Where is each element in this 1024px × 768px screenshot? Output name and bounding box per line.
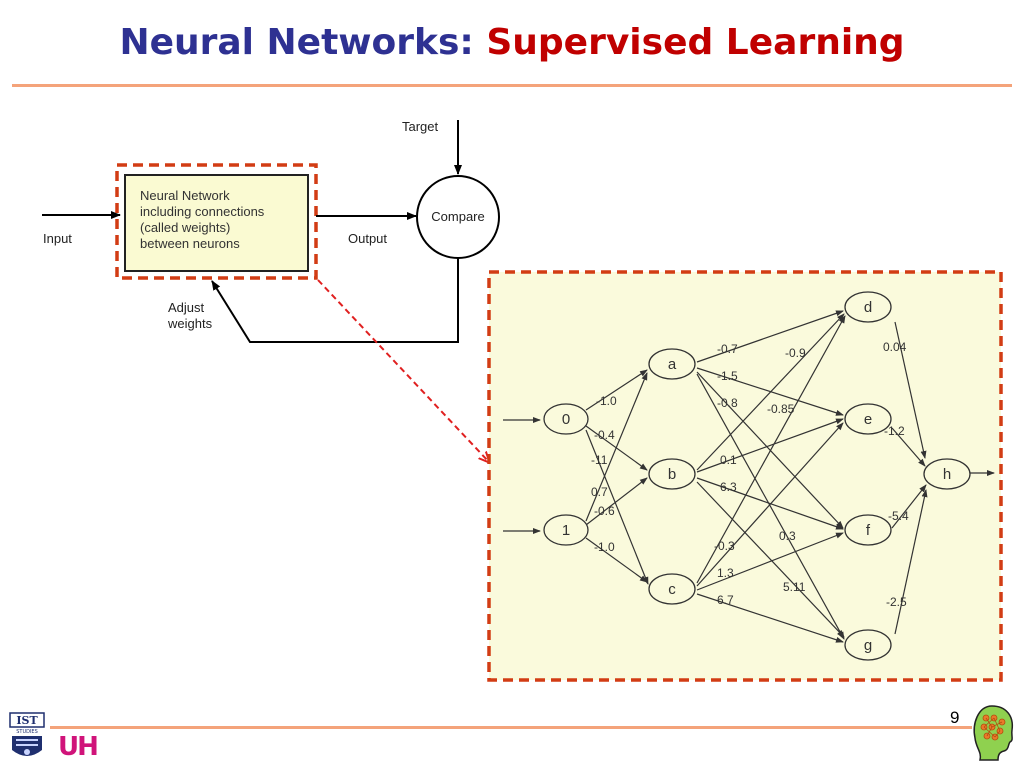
input-label: Input <box>43 231 72 246</box>
network-panel: 0 1 a b c d e f g h -1.0 -0.4 -11 0.7 -0… <box>487 270 1003 682</box>
weight-0-b: -0.4 <box>594 428 615 442</box>
box-line-3: (called weights) <box>140 220 230 235</box>
weight-b-e: -0.85 <box>767 402 795 416</box>
weight-0-c: -11 <box>591 453 608 467</box>
weight-a-e: -1.5 <box>717 369 738 383</box>
node-label-g: g <box>864 637 872 654</box>
footer-divider <box>50 726 972 729</box>
weight-a-f: -0.8 <box>717 396 738 410</box>
weight-c-g: 6.7 <box>717 593 734 607</box>
network-connections <box>503 310 995 643</box>
node-label-a: a <box>668 356 677 373</box>
feedback-arrow <box>211 258 459 343</box>
compare-label: Compare <box>431 209 484 224</box>
weight-c-f: 0.3 <box>779 529 796 543</box>
weight-d-h: 0.04 <box>883 340 907 354</box>
weight-a-g: 5.11 <box>783 580 806 594</box>
adjust-label-2: weights <box>167 316 213 331</box>
box-line-4: between neurons <box>140 236 240 251</box>
weight-0-a: -1.0 <box>596 394 617 408</box>
svg-text:IST: IST <box>16 714 38 727</box>
weight-g-h: -2.5 <box>886 595 907 609</box>
weight-b-d: -0.9 <box>785 346 806 360</box>
weight-b-g: 6.3 <box>720 480 737 494</box>
weight-b-f: 0.1 <box>720 453 737 467</box>
weight-e-h: -1.2 <box>884 424 905 438</box>
weight-c-e: 1.3 <box>717 566 734 580</box>
title-divider <box>12 84 1012 87</box>
slide-title: Neural Networks: Supervised Learning <box>0 22 1024 63</box>
network-box-highlight <box>115 163 318 280</box>
weight-1-b: -0.6 <box>594 504 615 518</box>
slide-number: 9 <box>950 708 960 727</box>
output-label: Output <box>348 231 387 246</box>
node-input-0 <box>543 403 589 435</box>
node-hidden-a <box>648 348 696 380</box>
node-label-e: e <box>864 411 872 428</box>
weight-c-d: -0.3 <box>714 539 735 553</box>
brain-head-icon <box>973 705 1014 761</box>
weight-1-a: 0.7 <box>591 485 608 499</box>
weight-1-c: -1.0 <box>594 540 615 554</box>
node-label-c: c <box>668 581 676 598</box>
node-label-b: b <box>668 466 676 483</box>
title-part-2: Supervised Learning <box>486 22 905 63</box>
node-hidden-c <box>648 573 696 605</box>
node-label-0: 0 <box>562 411 570 428</box>
node-label-d: d <box>864 299 872 316</box>
node-output-h <box>923 458 971 490</box>
ist-studies-logo: IST STUDIES <box>9 712 45 756</box>
node-input-1 <box>543 514 589 546</box>
weight-a-d: -0.7 <box>717 342 738 356</box>
uh-logo: UH <box>58 732 99 762</box>
zoom-arrow <box>317 279 489 462</box>
training-loop-diagram: Neural Network including connections (ca… <box>42 119 500 343</box>
node-d <box>844 291 892 323</box>
target-label: Target <box>402 119 439 134</box>
title-part-1: Neural Networks: <box>119 22 474 63</box>
weight-f-h: -5.4 <box>888 509 909 523</box>
node-label-f: f <box>866 522 871 539</box>
network-panel-background <box>487 270 1003 682</box>
adjust-label-1: Adjust <box>168 300 205 315</box>
box-line-2: including connections <box>140 204 265 219</box>
node-hidden-b <box>648 458 696 490</box>
node-g <box>844 629 892 661</box>
svg-text:STUDIES: STUDIES <box>16 729 38 735</box>
box-line-1: Neural Network <box>140 188 230 203</box>
node-label-1: 1 <box>562 522 570 539</box>
weight-labels: -1.0 -0.4 -11 0.7 -0.6 -1.0 -0.7 -0.9 -1… <box>591 340 909 609</box>
neural-network-box <box>124 174 309 272</box>
node-f <box>844 514 892 546</box>
node-label-h: h <box>943 466 951 483</box>
node-e <box>844 403 892 435</box>
